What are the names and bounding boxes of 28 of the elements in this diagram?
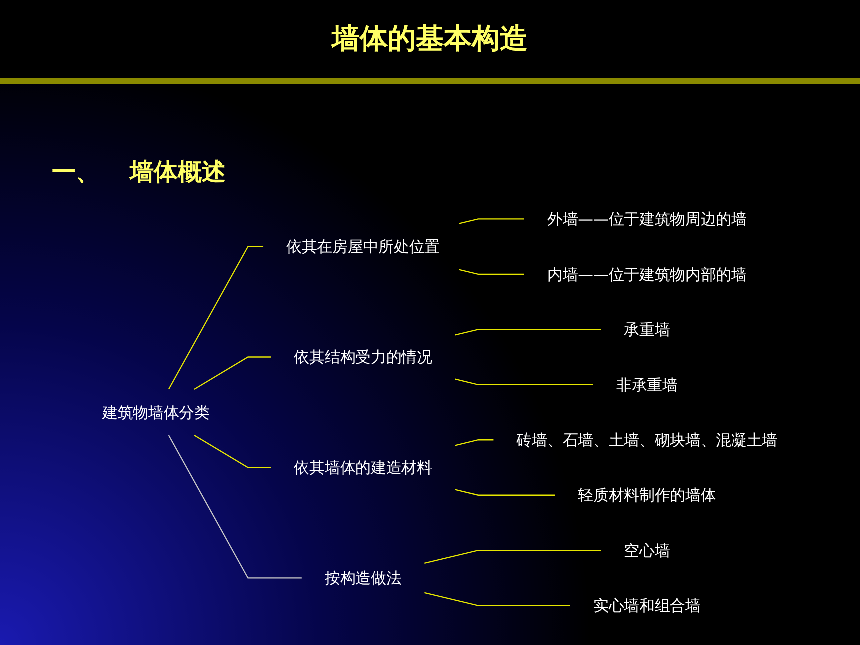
- node-text: 依其墙体的建造材料: [294, 458, 432, 477]
- connector: [455, 440, 494, 446]
- connector: [459, 218, 524, 224]
- node-text: 外墙——位于建筑物周边的墙: [547, 210, 747, 228]
- section-heading: 一、: [52, 157, 100, 188]
- section-heading: 墙体概述: [130, 157, 226, 188]
- connector: [455, 378, 594, 386]
- slide-title: 墙体的基本构造: [332, 21, 528, 57]
- node-text: 轻质材料制作的墙体: [578, 486, 716, 505]
- connector: [459, 269, 524, 275]
- node-text: 依其在房屋中所处位置: [286, 238, 440, 256]
- connector: [455, 489, 556, 496]
- connector: [424, 592, 570, 606]
- connector: [455, 329, 602, 336]
- node-text: 实心墙和组合墙: [593, 596, 701, 616]
- connector: [168, 246, 264, 390]
- node-text: 内墙——位于建筑物内部的墙: [547, 265, 747, 284]
- node-text: 依其结构受力的情况: [294, 348, 432, 366]
- connector: [194, 435, 272, 468]
- node-text: 按构造做法: [324, 569, 402, 588]
- node-text: 空心墙: [624, 541, 670, 560]
- connector: [168, 435, 302, 579]
- node-text: 承重墙: [624, 320, 670, 339]
- connector: [424, 550, 602, 564]
- node-text: 砖墙、石墙、土墙、砌块墙、混凝土墙: [516, 430, 778, 450]
- node-text: 建筑物墙体分类: [102, 403, 210, 422]
- node-text: 非承重墙: [616, 376, 678, 394]
- connector: [194, 356, 272, 390]
